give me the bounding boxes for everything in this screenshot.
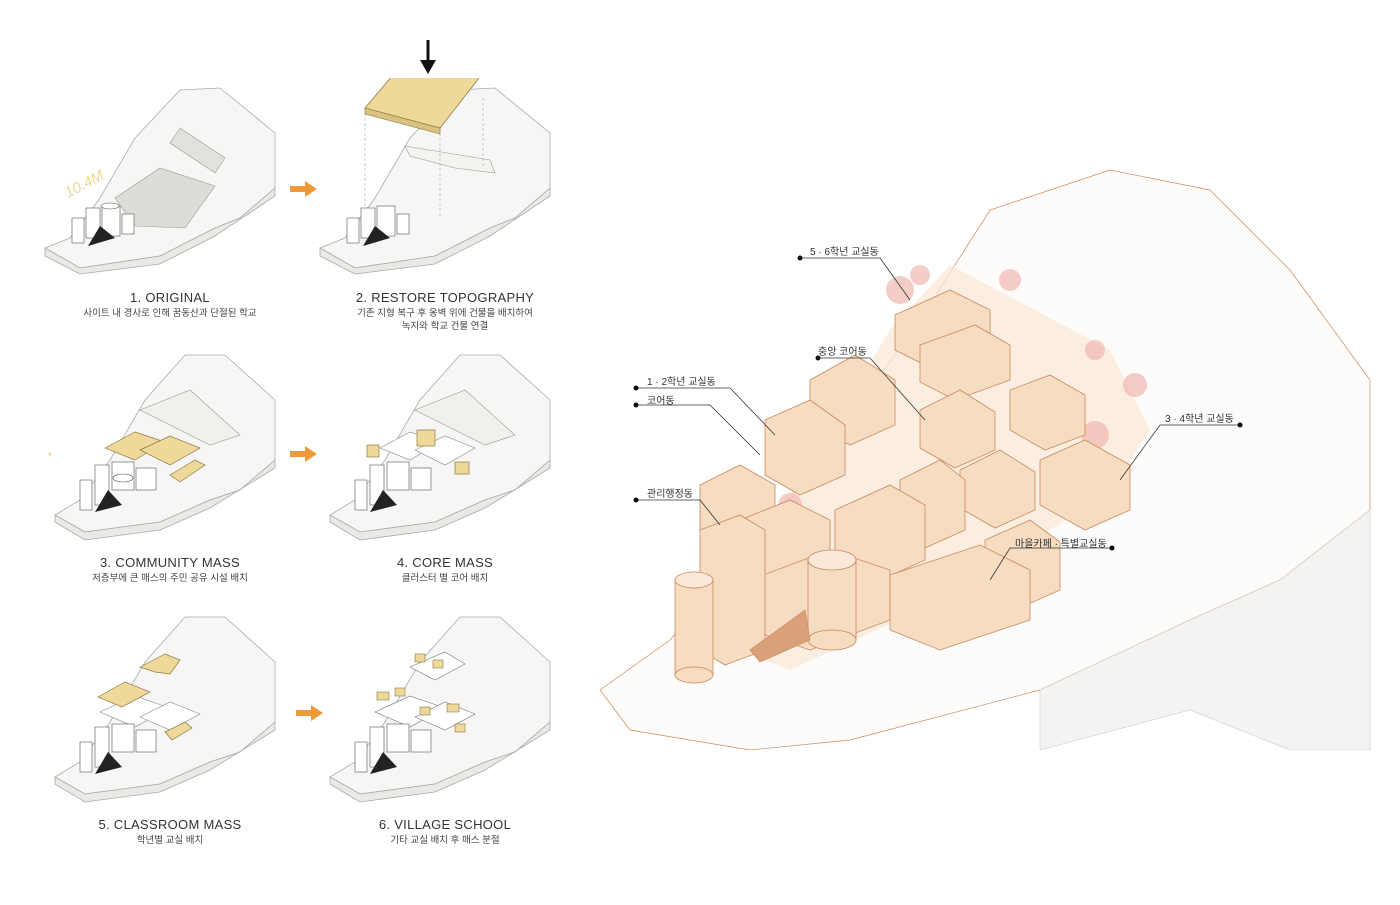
arrow-right-icon bbox=[290, 180, 318, 203]
step-4-diagram bbox=[329, 354, 551, 541]
step-4-title: 4. CORE MASS bbox=[396, 555, 494, 570]
main-axonometric-diagram bbox=[599, 169, 1371, 750]
step-2-panel: 2. RESTORE TOPOGRAPHY 기존 지형 복구 후 옹벽 위에 건… bbox=[315, 78, 575, 332]
height-annotation: 10.4M bbox=[62, 167, 107, 202]
step-1-title: 1. ORIGINAL bbox=[130, 290, 210, 305]
step-3-diagram bbox=[48, 354, 276, 541]
step-5-diagram bbox=[54, 616, 276, 803]
label-cafe: 마을카페 · 특별교실동 bbox=[1015, 539, 1107, 550]
step-1-subtitle: 사이트 내 경사로 인해 꿈동산과 단절된 학교 bbox=[83, 308, 257, 319]
step-2-diagram bbox=[319, 78, 551, 275]
step-6-subtitle: 기타 교실 배치 후 매스 분절 bbox=[390, 835, 500, 846]
step-3-title: 3. COMMUNITY MASS bbox=[100, 555, 240, 570]
step-4-subtitle: 클러스터 별 코어 배치 bbox=[401, 573, 489, 584]
label-admin: 관리행정동 bbox=[647, 489, 693, 500]
step-1-panel: 10.4M 1. ORIGINAL 사이트 내 경사로 인해 꿈동산과 단절된 … bbox=[40, 78, 300, 319]
arrow-right-icon bbox=[296, 704, 324, 727]
step-2-subtitle: 기존 지형 복구 후 옹벽 위에 건물을 배치하여 bbox=[357, 308, 533, 319]
step-6-panel: 6. VILLAGE SCHOOL 기타 교실 배치 후 매스 분절 bbox=[315, 612, 575, 852]
step-6-diagram bbox=[329, 616, 551, 803]
amphitheater-steps bbox=[749, 609, 811, 663]
arrow-right-icon bbox=[290, 445, 318, 468]
step-2-title: 2. RESTORE TOPOGRAPHY bbox=[355, 290, 535, 305]
cylinder-building bbox=[807, 549, 857, 651]
step-2-subtitle-line2: 녹지와 학교 건물 연결 bbox=[401, 320, 489, 332]
label-grade-3-4: 3 · 4학년 교실동 bbox=[1165, 414, 1234, 425]
label-grade-5-6: 5 · 6학년 교실동 bbox=[810, 247, 879, 258]
label-central-core: 중앙 코어동 bbox=[818, 347, 867, 358]
step-3-panel: 3. COMMUNITY MASS 저층부에 큰 매스의 주민 공유 시설 배치 bbox=[40, 350, 300, 590]
step-1-diagram: 10.4M bbox=[44, 87, 276, 275]
step-3-subtitle: 저층부에 큰 매스의 주민 공유 시설 배치 bbox=[92, 573, 248, 584]
round-tower bbox=[674, 571, 714, 684]
step-5-subtitle: 학년별 교실 배치 bbox=[136, 835, 204, 846]
step-5-title: 5. CLASSROOM MASS bbox=[98, 817, 242, 832]
step-4-panel: 4. CORE MASS 클러스터 별 코어 배치 bbox=[315, 350, 575, 590]
step-5-panel: 5. CLASSROOM MASS 학년별 교실 배치 bbox=[40, 612, 300, 852]
step-6-title: 6. VILLAGE SCHOOL bbox=[378, 817, 512, 832]
down-arrow-icon bbox=[418, 40, 438, 81]
label-grade-1-2: 1 · 2학년 교실동 bbox=[647, 377, 716, 388]
label-core: 코어동 bbox=[647, 396, 675, 407]
